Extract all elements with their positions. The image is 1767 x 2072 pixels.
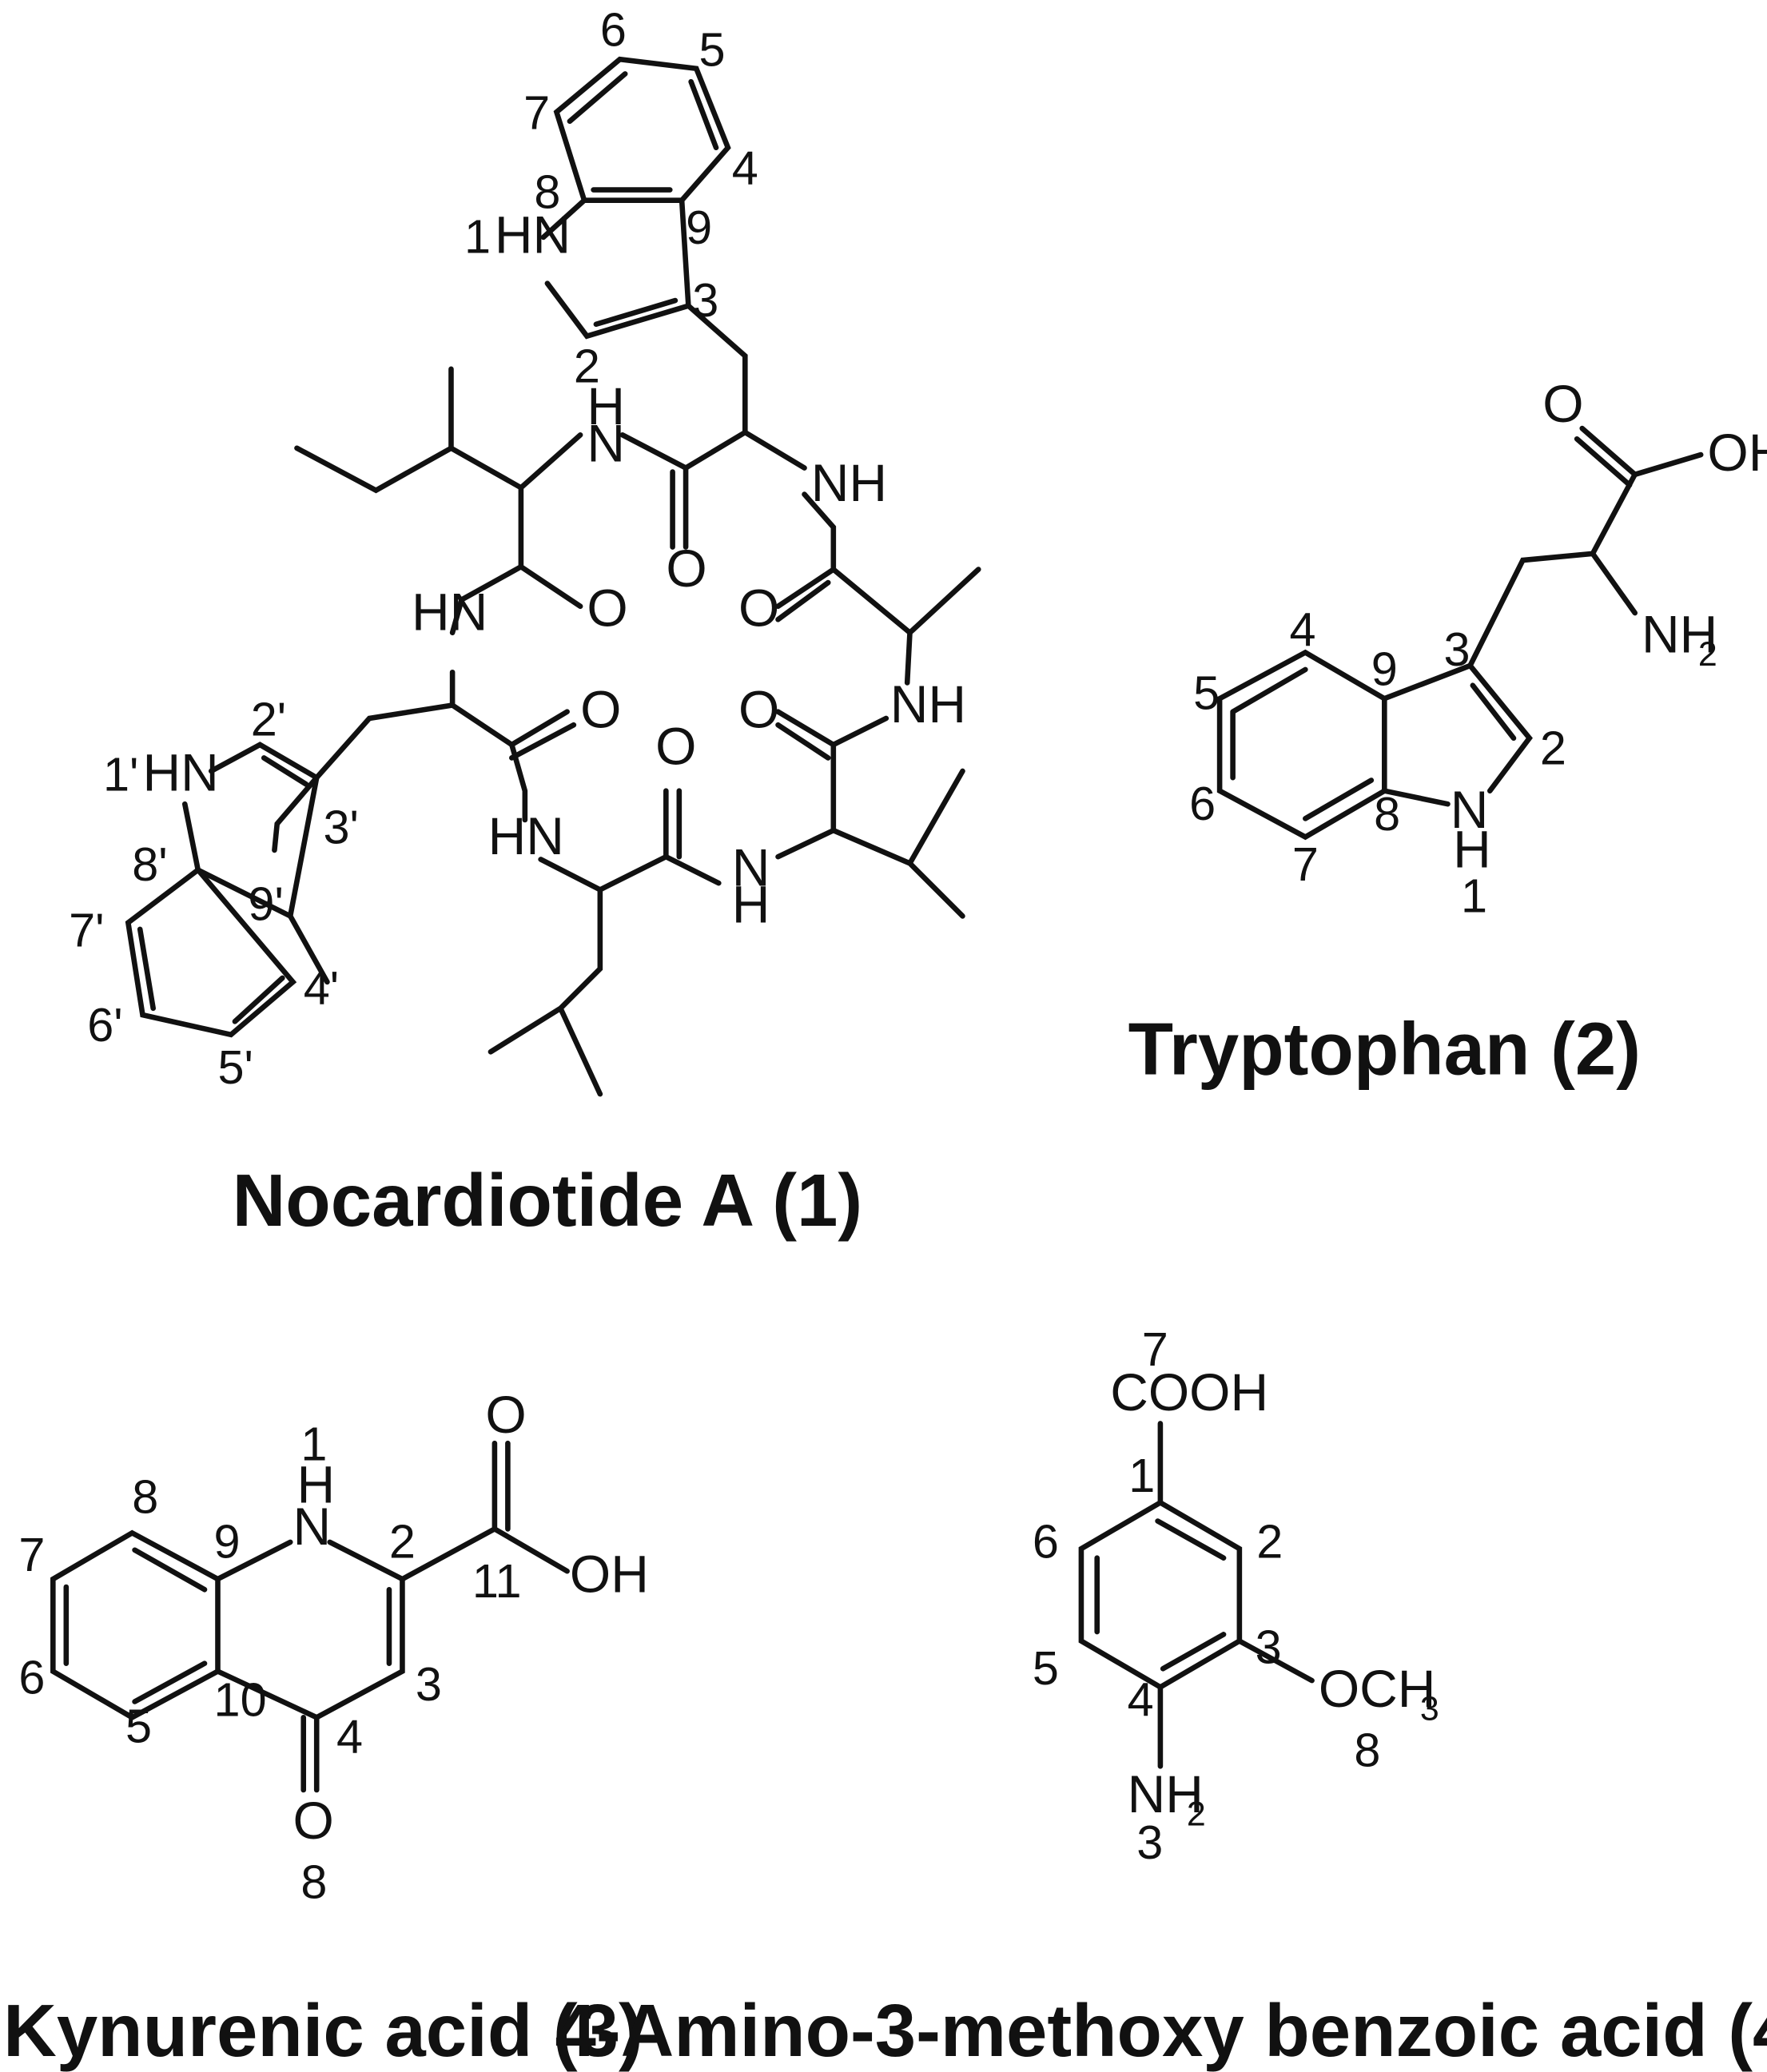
atom-subscript: 2 [1698, 635, 1717, 674]
atom-label: HN [412, 582, 488, 641]
compound-3-structure [50, 1440, 570, 1793]
position-number: 9 [1371, 642, 1398, 696]
position-number: 2 [1256, 1515, 1283, 1569]
position-number: 8 [1354, 1723, 1380, 1776]
atom-label: O [738, 579, 779, 638]
atom-subscript: 3 [1420, 1690, 1439, 1728]
position-number: 10 [214, 1673, 267, 1727]
position-number: 1' [103, 748, 138, 801]
position-number: 4 [732, 141, 758, 195]
position-number: 3 [416, 1657, 442, 1711]
atom-label: O [1542, 374, 1583, 433]
atom-label: HN [142, 743, 218, 802]
atom-label: HN [495, 205, 571, 264]
atom-label: N [293, 1497, 332, 1556]
position-number: 1 [1128, 1449, 1155, 1502]
position-number: 2 [1540, 722, 1566, 775]
position-number: 8 [132, 1470, 158, 1524]
atom-label: O [293, 1791, 334, 1850]
position-number: 7' [69, 903, 104, 956]
position-number: 3 [1256, 1621, 1282, 1674]
position-number: 3' [323, 801, 358, 854]
position-number: 1 [464, 210, 491, 264]
position-number: 4' [304, 961, 339, 1015]
position-number: 5 [1193, 666, 1220, 719]
atom-label: OH [1707, 423, 1767, 482]
atom-label: H [732, 875, 770, 934]
position-number: 8 [300, 1855, 327, 1908]
atom-label: OCH [1319, 1659, 1436, 1718]
atom-label: NH [1128, 1764, 1204, 1823]
position-number: 7 [18, 1528, 45, 1581]
position-number: 11 [472, 1554, 522, 1608]
position-number: 3 [1136, 1815, 1163, 1869]
position-number: 7 [1142, 1322, 1168, 1376]
atom-label: O [485, 1385, 526, 1444]
position-number: 6 [1033, 1515, 1059, 1569]
position-number: 5 [125, 1700, 152, 1753]
position-number: 8 [534, 165, 560, 219]
atom-label: O [587, 579, 627, 638]
position-number: 3 [692, 273, 718, 327]
position-number: 9' [248, 877, 283, 930]
position-number: 2 [574, 339, 600, 392]
position-number: 9 [686, 201, 712, 254]
position-number: 4 [1290, 603, 1316, 656]
compound-4-title: 4-Amino-3-methoxy benzoic acid (4) [555, 1989, 1767, 2072]
atom-label: COOH [1110, 1362, 1268, 1422]
position-number: 5 [699, 22, 726, 76]
atom-label: O [655, 717, 696, 776]
compound-3-title: Kynurenic acid (3) [3, 1989, 643, 2072]
position-number: 6 [18, 1651, 45, 1704]
atom-label: NH [1642, 604, 1717, 663]
atom-subscript: 2 [1187, 1796, 1206, 1834]
compound-2-title: Tryptophan (2) [1128, 1007, 1641, 1090]
position-number: 4 [336, 1710, 363, 1764]
position-number: 1 [300, 1418, 327, 1471]
position-number: 4 [1128, 1673, 1154, 1727]
compound-1-structure [125, 56, 981, 1097]
atom-label: N [732, 837, 770, 897]
position-number: 5' [218, 1040, 253, 1094]
atom-label: N [587, 413, 625, 472]
atom-label: OH [570, 1545, 649, 1604]
position-number: 1 [1461, 869, 1487, 922]
atom-label: HN [488, 806, 564, 865]
position-number: 9 [214, 1515, 241, 1569]
position-number: 2' [251, 692, 286, 746]
position-number: 7 [1292, 837, 1319, 891]
position-number: 6' [87, 998, 122, 1052]
atom-label: O [580, 680, 621, 739]
compound-1-title: Nocardiotide A (1) [233, 1159, 863, 1242]
position-number: 6 [1189, 777, 1216, 830]
position-number: 8 [1374, 787, 1400, 841]
atom-label: O [666, 539, 706, 598]
position-number: 7 [523, 86, 550, 140]
atom-label: H [1453, 819, 1491, 878]
position-number: 6 [600, 3, 627, 57]
atom-label: N [1451, 780, 1489, 839]
atom-label: H [587, 376, 625, 435]
atom-label: H [296, 1454, 335, 1513]
position-number: 3 [1444, 622, 1471, 676]
atom-label: NH [890, 674, 966, 734]
position-number: 8' [132, 837, 167, 891]
atom-label: O [738, 680, 779, 739]
atom-label: NH [811, 453, 887, 512]
position-number: 2 [389, 1515, 416, 1569]
position-number: 5 [1033, 1641, 1059, 1695]
compound-4-structure [1078, 1421, 1315, 1769]
compound-2-structure [1216, 425, 1704, 841]
